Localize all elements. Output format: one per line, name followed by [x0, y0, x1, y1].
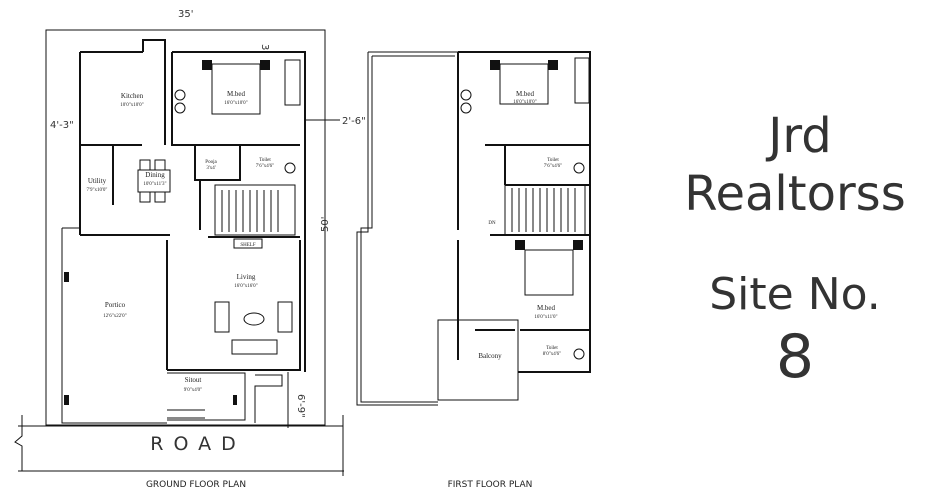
room-name: Toilet — [259, 158, 271, 163]
outer-walls — [457, 51, 591, 373]
room-name: Pooja — [205, 160, 217, 165]
room-name: M.bed — [227, 90, 246, 98]
room-size: 10'0"x10'0" — [120, 103, 143, 108]
toilet-icon — [573, 162, 585, 174]
room-size: 16'0"x10'0" — [224, 101, 247, 106]
terrace-outline — [356, 51, 458, 406]
balcony-outline — [437, 319, 519, 401]
shelf-box — [233, 238, 263, 249]
room-name: Toilet — [547, 158, 559, 163]
room-size: 16'0"x11'0" — [534, 315, 557, 320]
room-name: M.bed — [537, 304, 556, 312]
dim-setback-right: 2'-6" — [342, 116, 366, 127]
room-name: Dining — [145, 171, 165, 179]
ground-floor-caption: GROUND FLOOR PLAN — [146, 480, 246, 490]
room-size: 16'0"x16'0" — [234, 284, 257, 289]
column — [64, 395, 69, 405]
stairs — [504, 184, 586, 236]
bed-icon — [211, 63, 261, 115]
bed-icon — [524, 249, 574, 296]
room-size: 7'6"x4'6" — [256, 164, 274, 169]
room-name: M.bed — [516, 90, 535, 98]
column — [233, 395, 237, 405]
dining-table-icon — [137, 159, 171, 203]
room-name: Kitchen — [121, 92, 144, 100]
dim-setback-left: 4'-3" — [50, 120, 74, 131]
wardrobe-icon — [284, 59, 301, 106]
side-table-icon — [202, 60, 212, 70]
inner-walls — [475, 144, 590, 331]
site-label: Site No. — [709, 269, 881, 320]
room-size: 8'0"x4'6" — [543, 352, 561, 357]
entry-steps — [167, 374, 283, 423]
outer-walls — [79, 39, 306, 372]
stool-icon — [174, 102, 186, 114]
wardrobe-icon — [574, 57, 590, 104]
side-table-icon — [260, 60, 270, 70]
room-size: 16'0"x10'0" — [513, 100, 536, 105]
stairs — [214, 184, 296, 236]
toilet-icon — [284, 162, 296, 174]
first-floor-plan: DN M.bed 16'0"x10'0" Toilet 7'6"x4'6" M.… — [356, 51, 591, 490]
room-name: Living — [237, 273, 256, 281]
stool-icon — [174, 89, 186, 101]
room-name: Toilet — [546, 346, 558, 351]
plot-boundary — [45, 29, 326, 426]
dim-depth: 50' — [320, 217, 331, 232]
column — [64, 272, 69, 282]
room-size: 12'6"x22'0" — [103, 314, 126, 319]
site-number: 8 — [775, 322, 815, 392]
room-size: 10'0"x11'3" — [143, 182, 166, 187]
living-walls — [166, 240, 301, 371]
road-outline — [14, 415, 344, 476]
brand-line1: Jrd — [768, 108, 832, 164]
side-table-icon — [515, 240, 525, 250]
inner-walls — [80, 144, 300, 238]
road-label: ROAD — [150, 433, 245, 455]
room-name: Portico — [105, 301, 126, 309]
ground-floor-plan: 35' 3' 4'-3" 2'-6" 50' 6'-9" — [14, 9, 366, 490]
room-size: 7'9"x10'0" — [87, 188, 108, 193]
stool-icon — [460, 102, 472, 114]
stair-dn-label: DN — [488, 221, 496, 226]
shelf-label: SHELF — [240, 243, 256, 248]
room-size: 9'0"x4'0" — [184, 388, 202, 393]
room-name: Sitout — [185, 376, 202, 384]
room-name: Utility — [88, 177, 107, 185]
brand-line2: Realtorss — [684, 166, 906, 222]
dim-width: 35' — [178, 9, 193, 20]
side-table-icon — [573, 240, 583, 250]
bed-icon — [499, 63, 549, 105]
side-table-icon — [548, 60, 558, 70]
dim-setback-top: 3' — [259, 44, 270, 53]
sofa-set-icon — [214, 301, 293, 355]
portico-outline — [61, 227, 246, 424]
dim-setback-front: 6'-9" — [295, 394, 306, 418]
room-size: 3'x4' — [206, 166, 215, 171]
toilet-icon — [573, 348, 585, 360]
stool-icon — [460, 89, 472, 101]
first-floor-caption: FIRST FLOOR PLAN — [448, 480, 533, 490]
room-size: 7'6"x4'6" — [544, 164, 562, 169]
room-name: Balcony — [478, 352, 502, 360]
side-table-icon — [490, 60, 500, 70]
